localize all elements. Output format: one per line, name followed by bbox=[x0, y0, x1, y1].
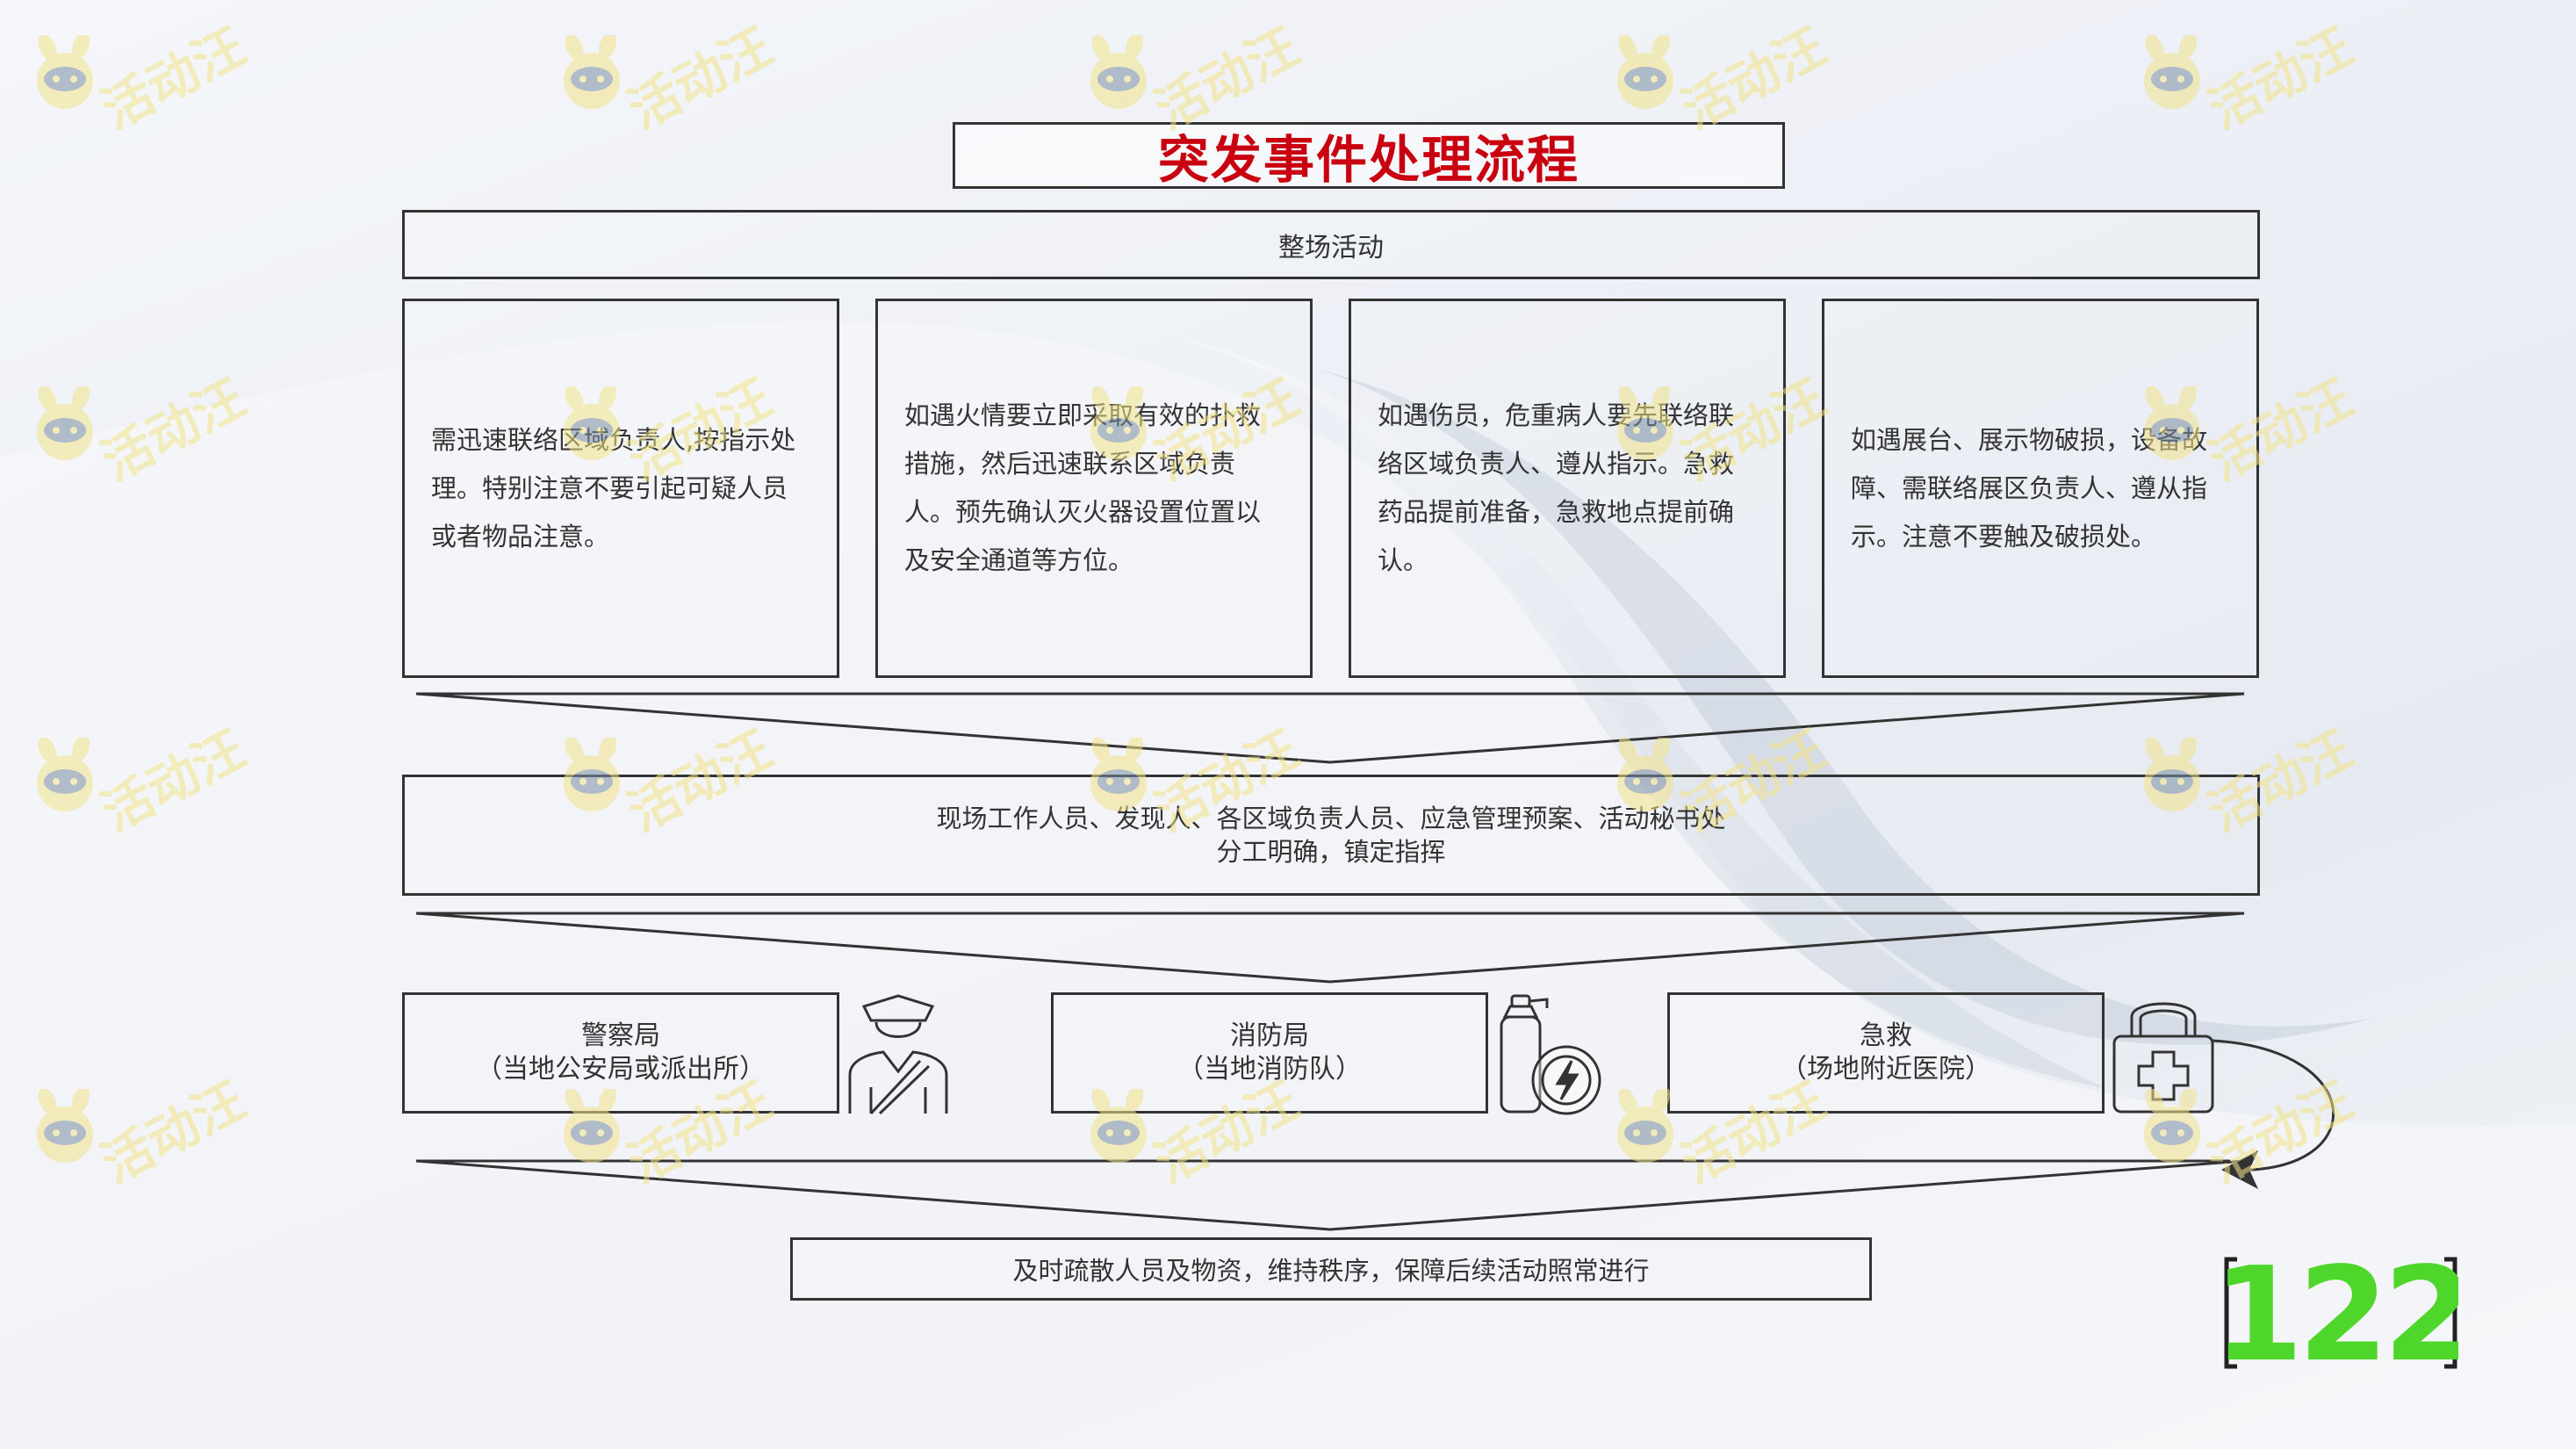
fire-extinguisher-icon bbox=[1500, 994, 1601, 1115]
coordination-line-2: 分工明确，镇定指挥 bbox=[1216, 837, 1446, 867]
card-fire: 如遇火情要立即采取有效的扑救措施，然后迅速联系区域负责人。预先确认灭火器设置位置… bbox=[875, 299, 1313, 678]
agency-fire: 消防局 （当地消防队） bbox=[1051, 992, 1488, 1114]
card-damage-text: 如遇展台、展示物破损，设备故障、需联络展区负责人、遵从指示。注意不要触及破损处。 bbox=[1851, 424, 2208, 551]
card-security: 需迅速联络区域负责人,按指示处理。特别注意不要引起可疑人员或者物品注意。 bbox=[402, 299, 839, 678]
agency-fire-detail: （当地消防队） bbox=[1177, 1054, 1362, 1085]
agency-ambulance: 急救 （场地附近医院） bbox=[1667, 992, 2105, 1114]
card-fire-text: 如遇火情要立即采取有效的扑救措施，然后迅速联系区域负责人。预先确认灭火器设置位置… bbox=[904, 400, 1262, 575]
final-action-box: 及时疏散人员及物资，维持秩序，保障后续活动照常进行 bbox=[790, 1237, 1872, 1301]
whole-event-box: 整场活动 bbox=[402, 210, 2260, 279]
agency-police-name: 警察局 bbox=[581, 1020, 660, 1051]
coordination-box: 现场工作人员、发现人、各区域负责人员、应急管理预案、活动秘书处 分工明确，镇定指… bbox=[402, 775, 2260, 896]
page-number-text: 122 bbox=[2223, 1254, 2458, 1372]
card-injury-text: 如遇伤员，危重病人要先联络联络区域负责人、遵从指示。急救药品提前准备，急救地点提… bbox=[1378, 400, 1735, 575]
card-damage: 如遇展台、展示物破损，设备故障、需联络展区负责人、遵从指示。注意不要触及破损处。 bbox=[1822, 299, 2259, 678]
agency-fire-name: 消防局 bbox=[1230, 1020, 1309, 1051]
agency-police-detail: （当地公安局或派出所） bbox=[476, 1054, 766, 1085]
first-aid-kit-icon bbox=[2112, 1002, 2214, 1114]
coordination-line-1: 现场工作人员、发现人、各区域负责人员、应急管理预案、活动秘书处 bbox=[936, 804, 1726, 833]
whole-event-label: 整场活动 bbox=[1278, 232, 1384, 263]
card-security-text: 需迅速联络区域负责人,按指示处理。特别注意不要引起可疑人员或者物品注意。 bbox=[431, 424, 796, 551]
card-injury: 如遇伤员，危重病人要先联络联络区域负责人、遵从指示。急救药品提前准备，急救地点提… bbox=[1349, 299, 1786, 678]
page-title: 突发事件处理流程 bbox=[1157, 130, 1579, 190]
agency-ambulance-name: 急救 bbox=[1860, 1020, 1912, 1051]
final-action-text: 及时疏散人员及物资，维持秩序，保障后续活动照常进行 bbox=[1012, 1256, 1650, 1286]
page-number: 122 bbox=[2223, 1254, 2458, 1372]
agency-ambulance-detail: （场地附近医院） bbox=[1781, 1054, 1991, 1085]
agency-police: 警察局 （当地公安局或派出所） bbox=[402, 992, 839, 1114]
police-officer-icon bbox=[848, 994, 948, 1115]
title-box: 突发事件处理流程 bbox=[953, 122, 1785, 190]
